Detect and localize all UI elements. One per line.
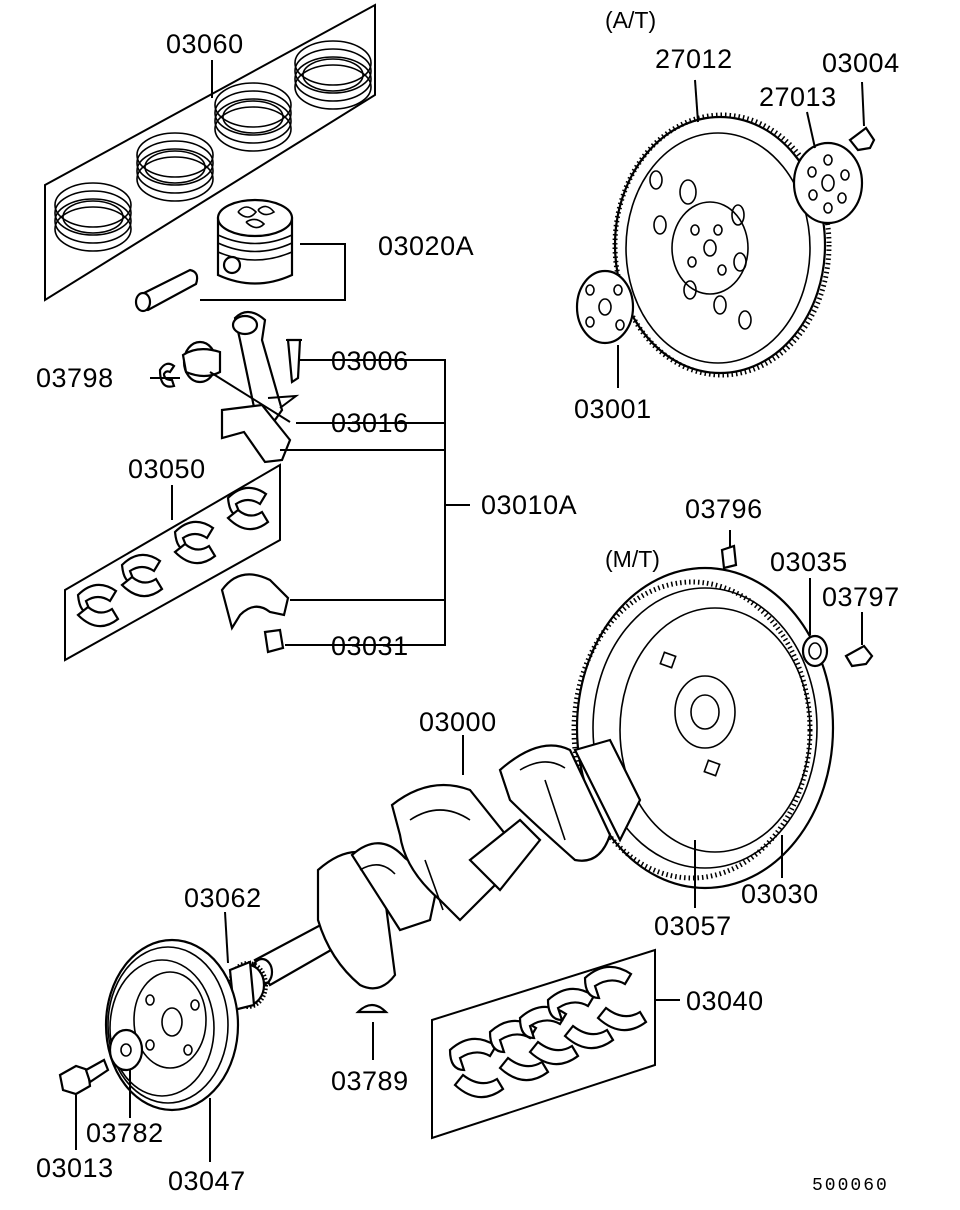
label-03047: 03047 — [168, 1166, 246, 1196]
label-03000: 03000 — [419, 707, 497, 737]
label-03798: 03798 — [36, 363, 114, 393]
label-03004: 03004 — [822, 48, 900, 78]
label-27013: 27013 — [759, 82, 837, 112]
label-03013: 03013 — [36, 1153, 114, 1183]
label-03035: 03035 — [770, 547, 848, 577]
label-03006: 03006 — [331, 346, 409, 376]
variant-mt-caption: (M/T) — [605, 546, 660, 572]
label-03030: 03030 — [741, 879, 819, 909]
label-03782: 03782 — [86, 1118, 164, 1148]
label-03060: 03060 — [166, 29, 244, 59]
variant-at-caption: (A/T) — [605, 7, 656, 33]
label-03010A: 03010A — [481, 490, 577, 520]
label-03001: 03001 — [574, 394, 652, 424]
connecting-rod — [158, 310, 302, 464]
flywheel-mt — [571, 530, 874, 908]
drive-plate-at — [575, 79, 876, 388]
label-03031: 03031 — [331, 631, 409, 661]
label-03796: 03796 — [685, 494, 763, 524]
ring-set-frame — [44, 3, 376, 302]
label-03057: 03057 — [654, 911, 732, 941]
rod-bearing-set — [64, 463, 281, 662]
crankshaft-pulley — [58, 938, 240, 1162]
label-03789: 03789 — [331, 1066, 409, 1096]
label-03797: 03797 — [822, 582, 900, 612]
rod-cap — [220, 573, 290, 654]
label-03050: 03050 — [128, 454, 206, 484]
piston-assembly — [134, 198, 346, 313]
diagram-code: 500060 — [812, 1176, 889, 1196]
label-03016: 03016 — [331, 408, 409, 438]
label-03020A: 03020A — [378, 231, 474, 261]
piston-ring-set — [44, 3, 376, 302]
main-bearing-set — [431, 948, 680, 1140]
woodruff-key — [355, 1003, 389, 1060]
label-27012: 27012 — [655, 44, 733, 74]
label-03062: 03062 — [184, 883, 262, 913]
crankshaft — [250, 735, 642, 990]
label-03040: 03040 — [686, 986, 764, 1016]
bracket-03010A — [150, 359, 470, 646]
